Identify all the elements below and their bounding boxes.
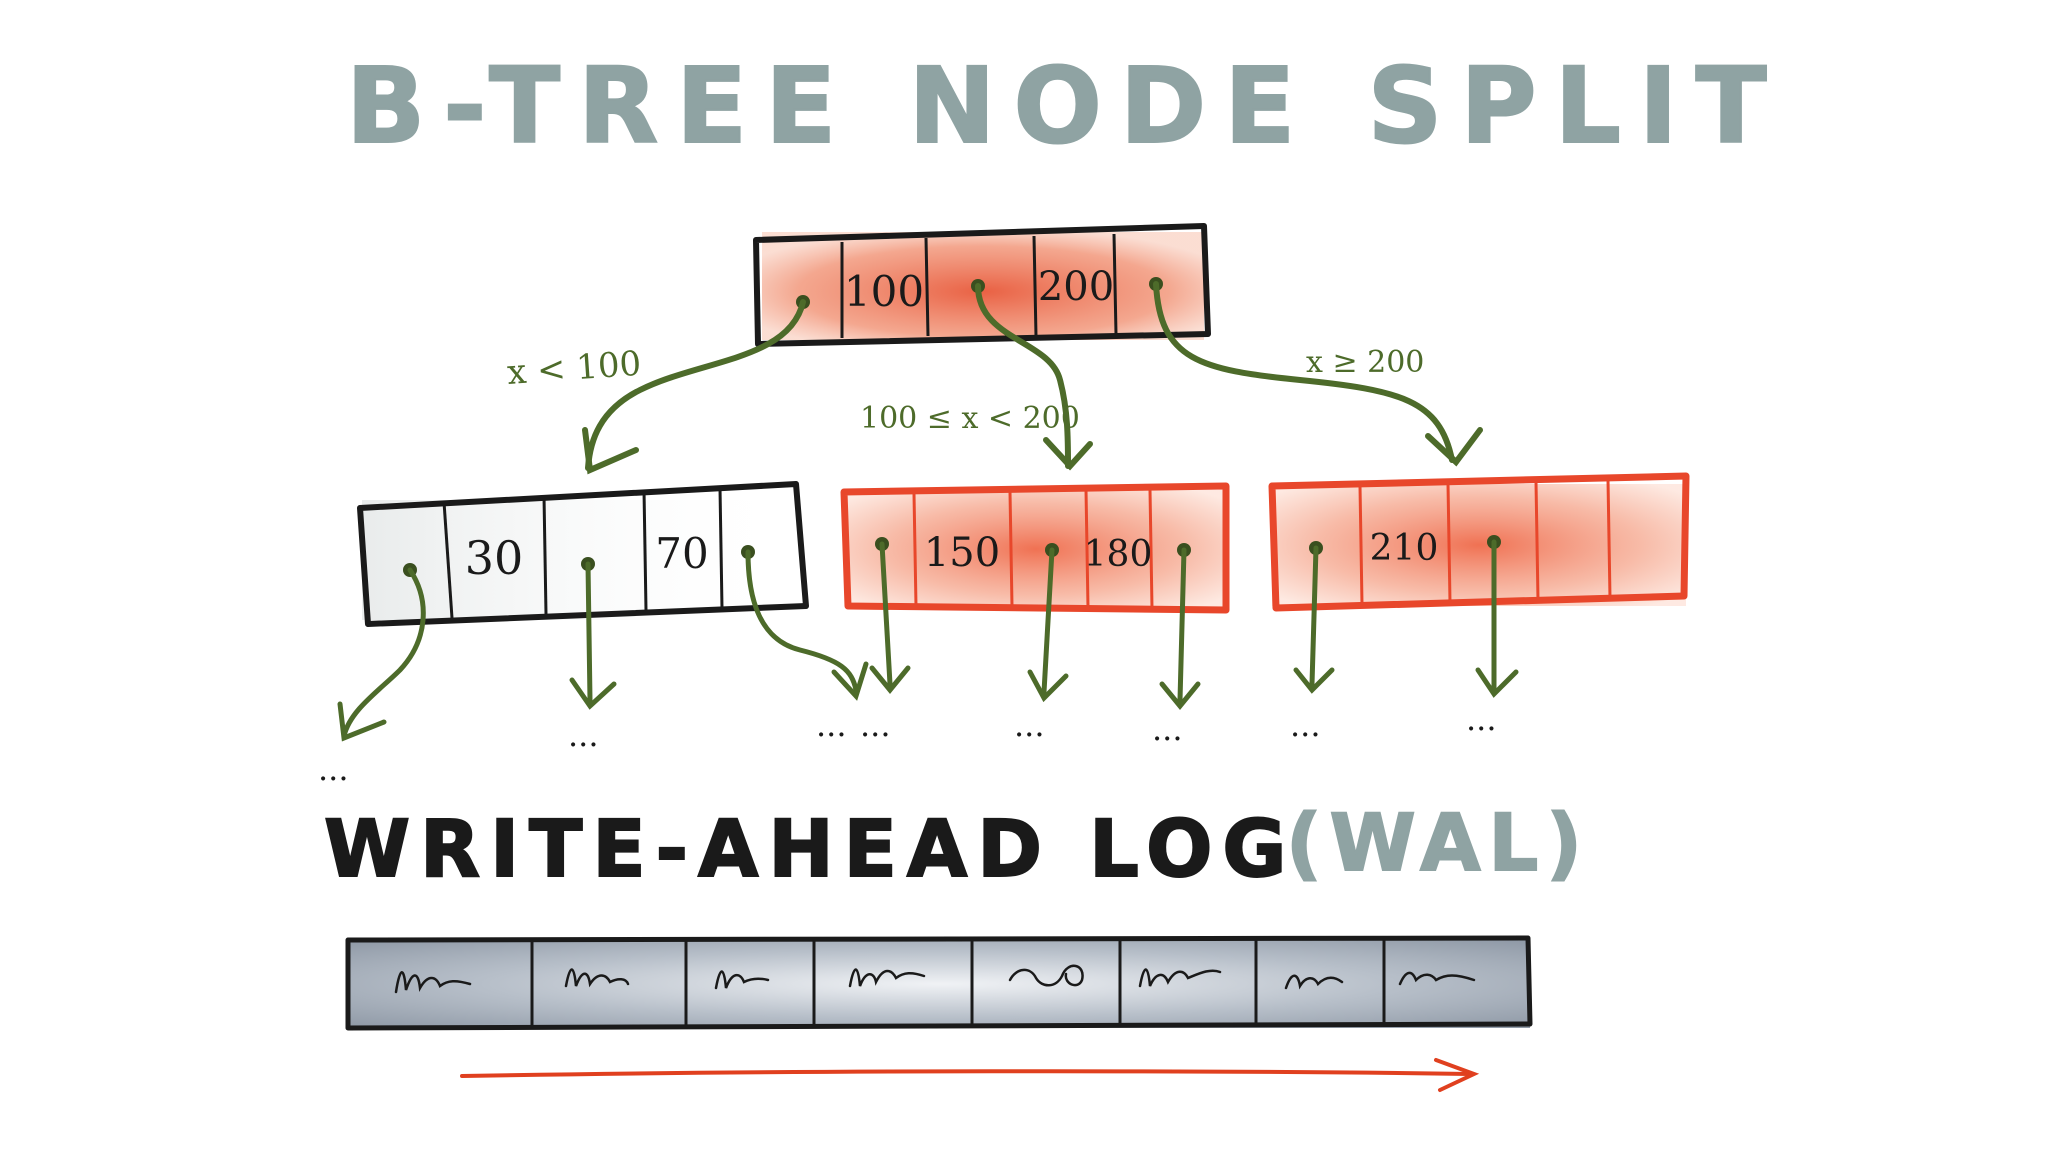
left-child-key-1: 30 [465, 531, 524, 585]
middle-child-key-1: 150 [924, 530, 1000, 576]
wal-log-bar [345, 935, 1533, 1031]
wal-heading-abbr: (WAL) [1286, 799, 1590, 889]
arrowhead-icon [1159, 681, 1201, 710]
left-child-node: 30 70 [357, 481, 809, 627]
arrowhead-icon [1043, 437, 1093, 471]
root-edges [582, 281, 1483, 475]
scribble-icon [714, 970, 770, 990]
arrowhead-icon [1027, 669, 1069, 703]
ellipsis: ... [816, 706, 847, 744]
root-key-2: 200 [1038, 264, 1114, 310]
edge-label-right: x ≥ 200 [1306, 345, 1424, 380]
middle-child-node: 150 180 [840, 482, 1230, 614]
scribble-icon [1138, 968, 1222, 988]
edge-middle [975, 283, 1071, 469]
scribble-icon [1398, 971, 1476, 986]
right-child-key-1: 210 [1370, 528, 1439, 569]
ellipsis: ... [1014, 706, 1045, 744]
ellipsis: ... [318, 750, 349, 788]
ellipsis: ... [1466, 700, 1497, 738]
scribble-icon [564, 968, 630, 988]
root-key-1: 100 [844, 267, 924, 316]
arrowhead-icon [869, 665, 911, 694]
right-child-node: 210 [1268, 472, 1690, 612]
left-child-key-2: 70 [655, 529, 708, 578]
middle-child-key-2: 180 [1084, 534, 1153, 575]
scribble-icon [1008, 964, 1084, 987]
ellipses: ... ... ... ... ... ... ... ... [318, 700, 1497, 788]
edge-label-left: x < 100 [506, 344, 643, 393]
ellipsis: ... [860, 706, 891, 744]
ellipsis: ... [568, 716, 599, 754]
arrowhead-icon [831, 661, 869, 701]
arrowhead-icon [569, 677, 617, 710]
child-edges [337, 539, 1519, 742]
timeline-arrow [460, 1058, 1480, 1092]
edge-left [585, 299, 806, 471]
scribble-icon [1284, 974, 1344, 990]
arrowhead-icon [337, 701, 387, 742]
edge-label-middle: 100 ≤ x < 200 [860, 401, 1080, 436]
edge-right [1153, 281, 1455, 463]
diagram-title: B-TREE NODE SPLIT [346, 45, 1785, 167]
scribble-icon [394, 971, 472, 994]
ellipsis: ... [1290, 706, 1321, 744]
wal-heading: WRITE-AHEAD LOG [324, 805, 1296, 895]
arrowhead-icon [1293, 667, 1335, 694]
arrowhead-icon [1425, 427, 1483, 467]
arrowhead-icon [1475, 667, 1519, 698]
arrowhead-icon [582, 427, 639, 475]
root-node: 100 200 [753, 223, 1211, 347]
ellipsis: ... [1152, 710, 1183, 748]
scribble-icon [848, 968, 926, 988]
arrowhead-icon [1434, 1058, 1480, 1092]
